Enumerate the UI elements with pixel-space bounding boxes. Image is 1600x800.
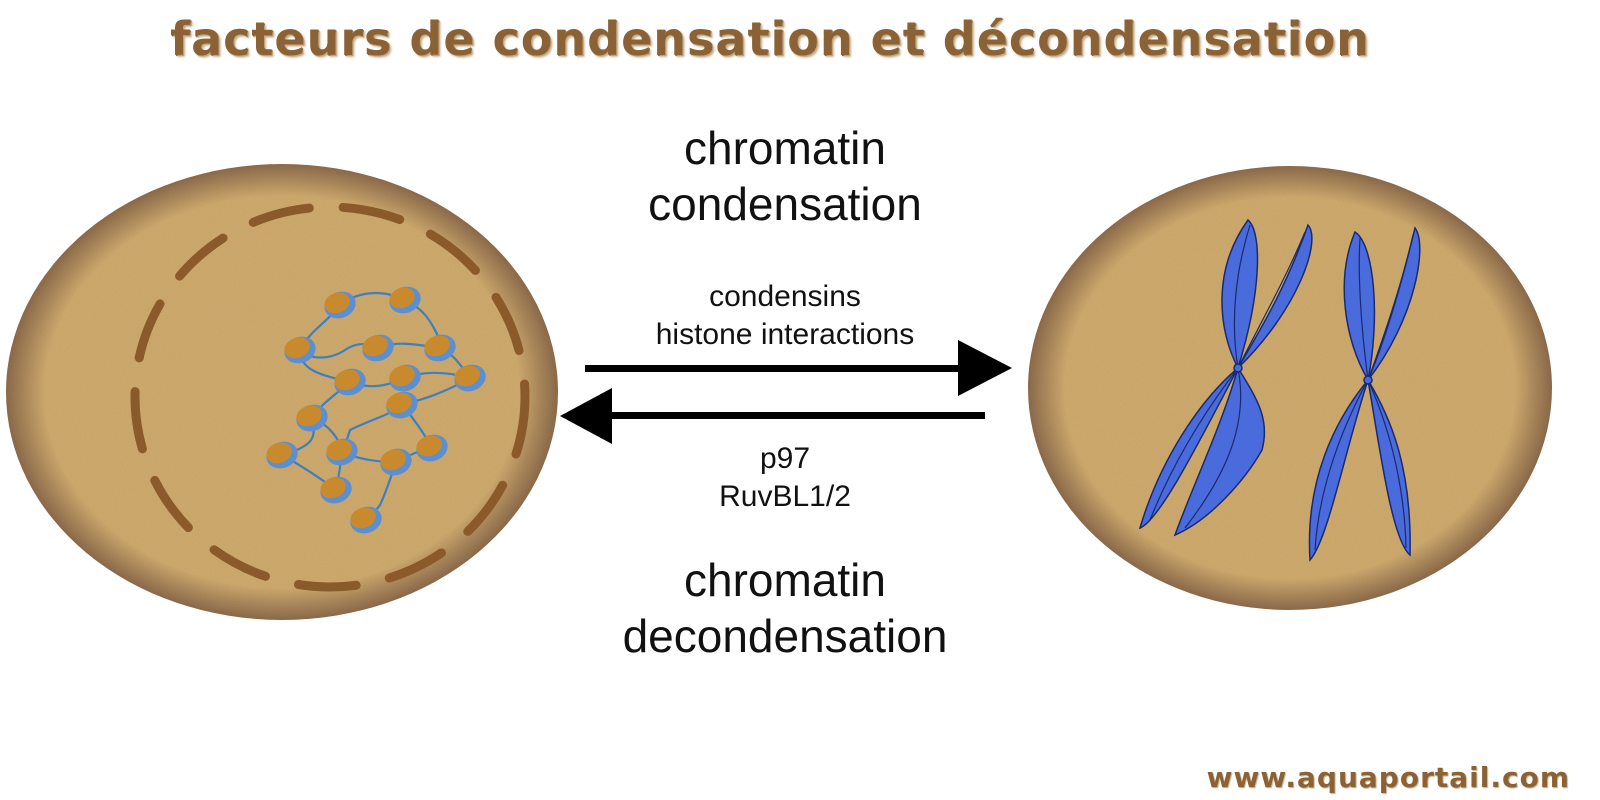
forward-arrow <box>585 340 1012 396</box>
nucleosome <box>296 404 328 432</box>
nucleosome <box>334 368 366 396</box>
agent-condensins: condensins <box>709 280 861 313</box>
condensation-label-line2: condensation <box>648 178 922 231</box>
nucleosomes <box>266 286 486 534</box>
decondensation-label-line2: decondensation <box>622 610 948 663</box>
nucleosome <box>266 441 298 469</box>
nucleosome <box>324 291 356 319</box>
nucleosome <box>424 334 456 362</box>
condensation-label: chromatin condensation <box>590 120 980 232</box>
nucleosome <box>362 334 394 362</box>
nucleosome <box>350 506 382 534</box>
condensation-label-line1: chromatin <box>684 122 886 174</box>
left-cell <box>6 164 558 620</box>
right-cell <box>1028 166 1552 610</box>
nucleosome <box>389 364 421 392</box>
nucleosome <box>320 476 352 504</box>
left-cell-body <box>6 164 558 620</box>
nucleosome <box>389 286 421 314</box>
agent-p97: p97 <box>759 442 811 475</box>
agent-histone-interactions: histone interactions <box>655 317 915 351</box>
nucleosome <box>380 448 412 476</box>
right-cell-body <box>1028 166 1552 610</box>
decondensation-label-line1: chromatin <box>684 554 886 606</box>
reverse-agents-label: p97 RuvBL1/2 <box>590 440 980 515</box>
decondensation-label: chromatin decondensation <box>560 552 1010 664</box>
chromosome-left <box>1138 218 1313 537</box>
forward-agents-label: condensins histone interactions <box>590 278 980 353</box>
agent-ruvbl: RuvBL1/2 <box>719 479 851 513</box>
watermark: www.aquaportail.com <box>1206 761 1570 794</box>
nucleosome <box>284 336 316 364</box>
nucleosome <box>386 391 418 419</box>
reverse-arrow <box>560 388 985 444</box>
diagram-title: facteurs de condensation et décondensati… <box>170 12 1370 66</box>
nucleosome <box>326 438 358 466</box>
centromere <box>1233 363 1243 373</box>
nuclear-envelope <box>130 202 530 592</box>
centromere <box>1363 375 1373 385</box>
chromosome-right <box>1308 226 1421 562</box>
nucleosome <box>454 364 486 392</box>
nucleosome <box>416 434 448 462</box>
